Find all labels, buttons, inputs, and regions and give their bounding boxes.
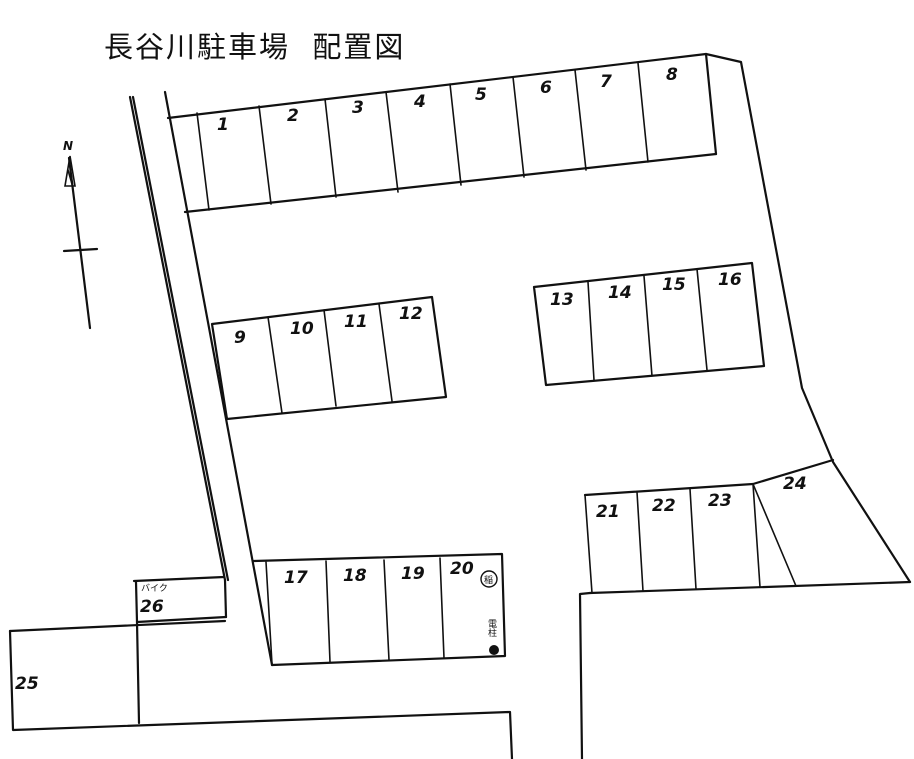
slot-16[interactable]: 16 <box>718 270 742 290</box>
slot-23[interactable]: 23 <box>708 491 732 511</box>
slot-26-area: バイク 26 <box>132 575 228 624</box>
slot-12[interactable]: 12 <box>399 304 423 324</box>
slot-20[interactable]: 20 <box>450 559 474 579</box>
slot-18[interactable]: 18 <box>343 566 367 586</box>
slot-1[interactable]: 1 <box>217 115 229 135</box>
slot-3[interactable]: 3 <box>352 98 364 118</box>
slot-2[interactable]: 2 <box>287 106 299 126</box>
slot-24[interactable]: 24 <box>783 474 807 494</box>
slot-21[interactable]: 21 <box>596 502 620 522</box>
slot-7[interactable]: 7 <box>600 72 612 92</box>
slot-14[interactable]: 14 <box>608 283 632 303</box>
row-top <box>166 52 912 584</box>
slot-22[interactable]: 22 <box>652 496 676 516</box>
slot-15[interactable]: 15 <box>662 275 686 295</box>
utility-pole-label: 電柱 <box>486 619 497 637</box>
slot-8[interactable]: 8 <box>666 65 678 85</box>
row-middle-right <box>532 261 766 387</box>
row-top-labels: 1 2 3 4 5 6 7 8 <box>217 65 678 135</box>
slot-19[interactable]: 19 <box>401 564 425 584</box>
slot-9[interactable]: 9 <box>234 328 246 348</box>
compass-label: N <box>63 139 73 153</box>
north-arrow-icon: N <box>62 139 99 330</box>
slot-10[interactable]: 10 <box>290 319 314 339</box>
slot-26[interactable]: 26 <box>140 597 164 617</box>
page-title: 長谷川駐車場 配置図 <box>104 30 406 64</box>
road-left <box>128 90 274 667</box>
slot-25-area: 25 <box>8 619 514 759</box>
row-bottom-left <box>252 552 507 667</box>
slot-13[interactable]: 13 <box>550 290 574 310</box>
row-middle-left <box>210 295 448 421</box>
circled-mark-label: 稲 <box>484 574 493 586</box>
slot-17[interactable]: 17 <box>284 568 308 588</box>
row-bottom-right <box>583 458 912 595</box>
slot-4[interactable]: 4 <box>413 92 426 112</box>
building-bottom-right <box>578 591 592 759</box>
slot-5[interactable]: 5 <box>475 85 487 105</box>
slot-6[interactable]: 6 <box>540 78 552 98</box>
slot-25[interactable]: 25 <box>15 674 39 694</box>
slot-11[interactable]: 11 <box>344 312 368 332</box>
utility-pole-icon <box>489 645 499 655</box>
circled-mark-icon <box>480 570 498 588</box>
slot-26-note: バイク <box>141 583 168 594</box>
